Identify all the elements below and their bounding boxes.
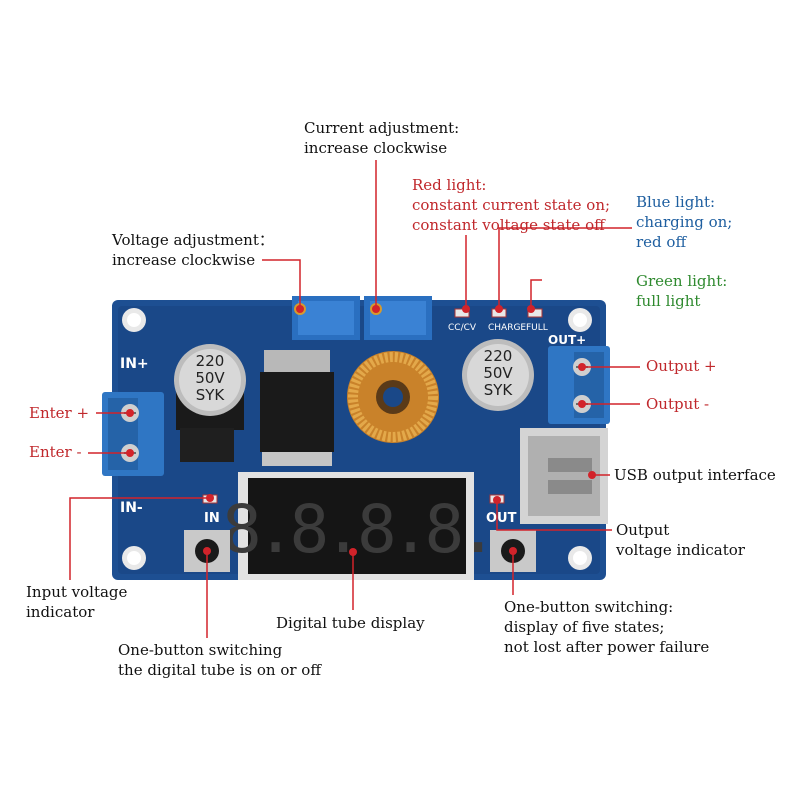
output-terminal-block xyxy=(548,346,610,424)
regulator-ic xyxy=(260,350,334,466)
label-enter-minus: Enter - xyxy=(29,443,82,461)
label-red-light: Red light: constant current state on; co… xyxy=(412,176,611,234)
label-output-voltage-indicator: Output voltage indicator xyxy=(616,521,745,559)
svg-text:220: 220 xyxy=(196,352,225,370)
current-potentiometer xyxy=(364,296,432,340)
silk-out-plus: OUT+ xyxy=(548,333,586,347)
label-green-light: Green light: full light xyxy=(636,272,728,310)
mounting-holes xyxy=(122,308,592,570)
diode xyxy=(180,428,234,462)
input-terminal-block xyxy=(102,392,164,476)
label-blue-light: Blue light: charging on; red off xyxy=(636,193,733,251)
silk-in-minus: IN- xyxy=(120,500,143,516)
label-enter-plus: Enter + xyxy=(29,404,90,422)
silk-in: IN xyxy=(204,511,220,526)
display-digits: 8.8.8.8. xyxy=(222,491,492,568)
svg-text:SYK: SYK xyxy=(484,381,514,399)
silk-out: OUT xyxy=(486,511,517,526)
silk-full: FULL xyxy=(526,323,548,333)
silk-in-plus: IN+ xyxy=(120,356,149,372)
usb-port xyxy=(520,428,608,524)
label-output-plus: Output + xyxy=(646,357,717,375)
label-one-button-five-states: One-button switching: display of five st… xyxy=(504,598,710,656)
label-one-button-tube: One-button switching the digital tube is… xyxy=(118,641,321,679)
svg-text:50V: 50V xyxy=(483,364,513,382)
capacitor-right: 220 50V SYK xyxy=(462,339,534,411)
svg-text:SYK: SYK xyxy=(196,386,226,404)
toroid-inductor xyxy=(347,351,439,443)
svg-text:50V: 50V xyxy=(195,369,225,387)
silk-charge: CHARGE xyxy=(488,323,526,333)
label-usb-output: USB output interface xyxy=(614,466,776,484)
label-input-voltage-indicator: Input voltage indicator xyxy=(26,583,128,621)
digital-tube-display: 8.8.8.8. xyxy=(222,472,498,580)
pointer-dots xyxy=(126,305,596,556)
label-voltage-adjustment: Voltage adjustment： increase clockwise xyxy=(112,231,274,269)
voltage-potentiometer xyxy=(292,296,360,340)
pointer-lines xyxy=(69,160,640,638)
label-output-minus: Output - xyxy=(646,395,710,413)
silk-cc-cv: CC/CV xyxy=(448,323,477,333)
capacitor-left: 220 50V SYK xyxy=(174,344,246,430)
label-current-adjustment: Current adjustment: increase clockwise xyxy=(304,119,460,157)
svg-text:220: 220 xyxy=(484,347,513,365)
label-digital-tube-display: Digital tube display xyxy=(276,614,425,632)
